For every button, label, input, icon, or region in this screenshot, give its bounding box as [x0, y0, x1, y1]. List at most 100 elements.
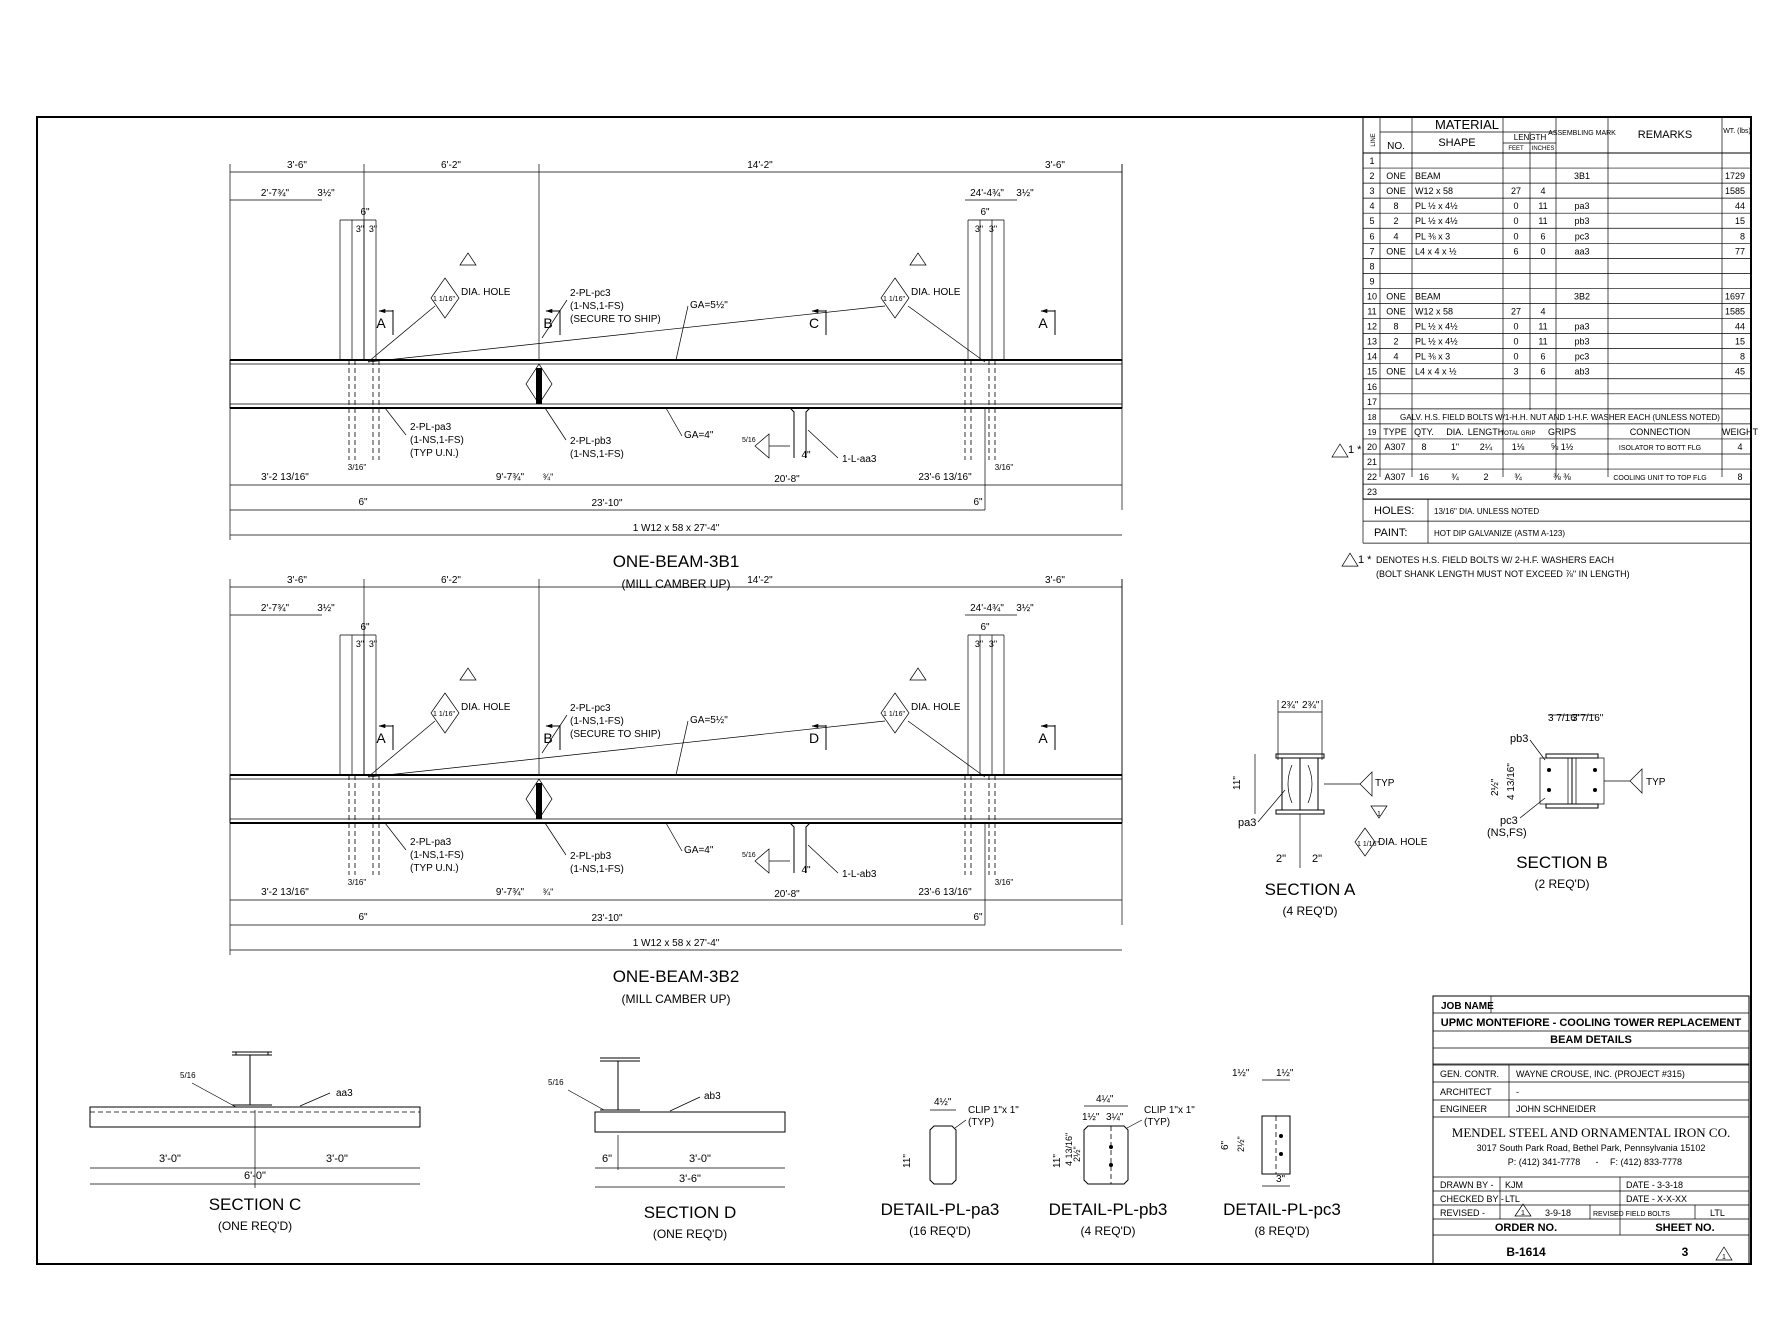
hole-callout-diamond: [880, 692, 910, 734]
material-cell: 8: [1740, 352, 1745, 362]
beam-sub-dim-2: 3½": [317, 188, 335, 199]
material-cell: 15: [1367, 367, 1377, 377]
material-cell: 4: [1393, 352, 1398, 362]
header-no: NO.: [1387, 141, 1405, 152]
section-cut-label-2: D: [809, 730, 819, 746]
material-cell: BEAM: [1415, 291, 1441, 301]
material-cell: 13: [1367, 337, 1377, 347]
callout-pa3-1: 2-PL-pa3: [410, 422, 452, 433]
material-cell: 11: [1538, 201, 1547, 211]
bolt-cell: 8: [1421, 442, 1426, 452]
section-b-title: SECTION B: [1516, 853, 1608, 872]
angle-aa3-outline: [789, 407, 811, 458]
bolt-note-line: 18: [1368, 413, 1377, 422]
header-shape: SHAPE: [1438, 137, 1475, 149]
callout-pb3-2: (1-NS,1-FS): [570, 449, 624, 460]
bolt-header-cell: TOTAL GRIP: [1501, 431, 1536, 437]
material-cell: 4: [1540, 307, 1545, 317]
bolt-header-cell: TYPE: [1383, 427, 1407, 437]
beam-spacing-5: 3": [975, 224, 983, 234]
bottom-dim-6: 4": [801, 450, 811, 461]
sheet-revision-triangle: 1: [1722, 1254, 1726, 1261]
bolt-cell: 2¼: [1480, 442, 1493, 452]
material-cell: 3: [1369, 186, 1374, 196]
beam-top-dim-4: 3'-6": [1045, 575, 1065, 586]
gage-bottom-label: GA=4": [684, 430, 714, 441]
material-cell: 6: [1513, 246, 1518, 256]
drawing-subject: BEAM DETAILS: [1550, 1034, 1632, 1046]
weld-symbol: [754, 433, 770, 459]
bolt-header-cell: CONNECTION: [1630, 427, 1691, 437]
section-a-dim-1: 2¾": [1281, 700, 1299, 711]
material-cell: 11: [1538, 337, 1547, 347]
bottom-dim-5: ¾": [543, 887, 554, 897]
material-cell: 4: [1393, 231, 1398, 241]
material-cell: 5: [1369, 216, 1374, 226]
bolt-header-cell: QTY.: [1414, 427, 1434, 437]
gen-contr-label: GEN. CONTR.: [1440, 1069, 1499, 1079]
section-a-hole-size: 1 1/16": [1357, 841, 1379, 848]
material-cell: 7: [1369, 246, 1374, 256]
material-cell: 10: [1367, 291, 1377, 301]
bolt-cell: A307: [1384, 442, 1405, 452]
revised-by: LTL: [1710, 1208, 1725, 1218]
bolt-header-cell: LENGTH: [1468, 427, 1505, 437]
note-marker: 1 *: [1358, 554, 1372, 566]
bolt-cell: 8: [1737, 472, 1742, 482]
material-cell: 14: [1367, 352, 1377, 362]
beam-spacing-2: 3": [356, 639, 364, 649]
drawn-by-value: KJM: [1505, 1180, 1523, 1190]
section-cut-label-2: C: [809, 315, 819, 331]
hole-callout-diamond: [430, 277, 460, 319]
beam-top-dim-2: 6'-2": [441, 575, 461, 586]
holes-label: HOLES:: [1374, 505, 1414, 517]
bolt-note: GALV. H.S. FIELD BOLTS W/1-H.H. NUT AND …: [1400, 413, 1720, 422]
section-a: 2¾" 2¾" 11" TYP pa3 2" 2" 1 1/16" DIA. H…: [1232, 700, 1428, 918]
header-wt: WT. (lbs): [1723, 128, 1751, 135]
material-cell: ONE: [1386, 367, 1406, 377]
sheet-border: [36, 116, 1752, 1265]
callout-pc3-2: (1-NS,1-FS): [570, 301, 624, 312]
material-cell: PL ½ x 4½: [1415, 201, 1458, 211]
material-cell: 15: [1735, 216, 1745, 226]
beam-sub-dim-3: 24'-4¾": [970, 188, 1004, 199]
bolt-cell: COOLING UNIT TO TOP FLG: [1613, 475, 1706, 482]
section-c-label: aa3: [336, 1088, 353, 1099]
beam-top-dim-3: 14'-2": [747, 160, 773, 171]
bolt-header-cell: DIA.: [1446, 427, 1464, 437]
beam-spacing-5: 3": [975, 639, 983, 649]
section-c-dim-3: 6'-0": [244, 1170, 266, 1182]
material-cell: PL ½ x 4½: [1415, 322, 1458, 332]
date-label: DATE -: [1626, 1180, 1655, 1190]
revised-label: REVISED -: [1440, 1208, 1485, 1218]
material-cell: pc3: [1575, 352, 1590, 362]
bolt-cell: ISOLATOR TO BOTT FLG: [1619, 445, 1701, 452]
architect-value: -: [1516, 1087, 1519, 1097]
material-cell: BEAM: [1415, 171, 1441, 181]
material-cell: 0: [1513, 352, 1518, 362]
gage-top-label: GA=5½": [690, 715, 728, 726]
bolt-revision-triangle-icon: [1331, 443, 1349, 458]
holes-value: 13/16" DIA. UNLESS NOTED: [1434, 507, 1539, 516]
material-cell: 2: [1393, 216, 1398, 226]
section-c: 5/16 aa3 3'-0" 3'-0" 6'-0" SECTION C (ON…: [89, 1051, 421, 1233]
callout-pa3-3: (TYP U.N.): [410, 863, 459, 874]
beam-elevation-3b1: 3'-6"6'-2"14'-2"3'-6"2'-7¾"3½"24'-4¾"3½"…: [229, 160, 1123, 591]
section-b-dim-3: 2½": [1490, 778, 1501, 796]
material-cell: 17: [1367, 397, 1377, 407]
company-phone-separator: -: [1596, 1157, 1599, 1167]
header-line: LINE: [1371, 133, 1377, 146]
callout-pb3-2: (1-NS,1-FS): [570, 864, 624, 875]
material-cell: 6: [1540, 367, 1545, 377]
detail-pl-pb3: 4¼" 1½" 3¼" 11" 4 13/16" 2½" CLIP 1"x 1"…: [1049, 1093, 1196, 1238]
checked-by-value: LTL: [1505, 1194, 1520, 1204]
section-a-gage-2: 2": [1312, 853, 1322, 865]
bolt-cell: 21: [1367, 457, 1377, 467]
detail-pb3-qty: (4 REQ'D): [1081, 1224, 1136, 1238]
material-cell: 3: [1513, 367, 1518, 377]
material-cell: 8: [1393, 322, 1398, 332]
beam-top-dim-1: 3'-6": [287, 575, 307, 586]
material-cell: 3B1: [1574, 171, 1590, 181]
bolt-header-cell: GRIPS: [1548, 427, 1576, 437]
header-inches: INCHES: [1532, 146, 1555, 152]
